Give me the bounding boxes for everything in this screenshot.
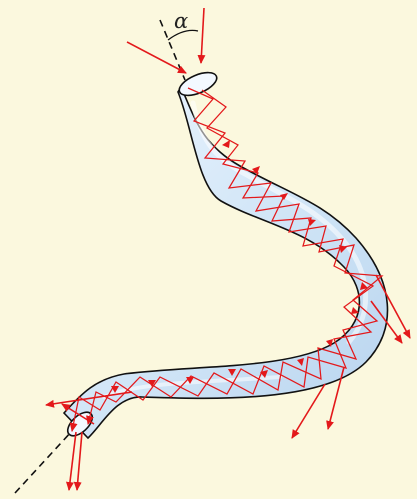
exit-axis-dashed: [15, 431, 72, 493]
incoming-ray-left: [127, 42, 186, 73]
fiber-entry-face: [176, 68, 220, 100]
angle-alpha-label: α: [174, 9, 188, 33]
incoming-ray-top: [201, 8, 204, 63]
